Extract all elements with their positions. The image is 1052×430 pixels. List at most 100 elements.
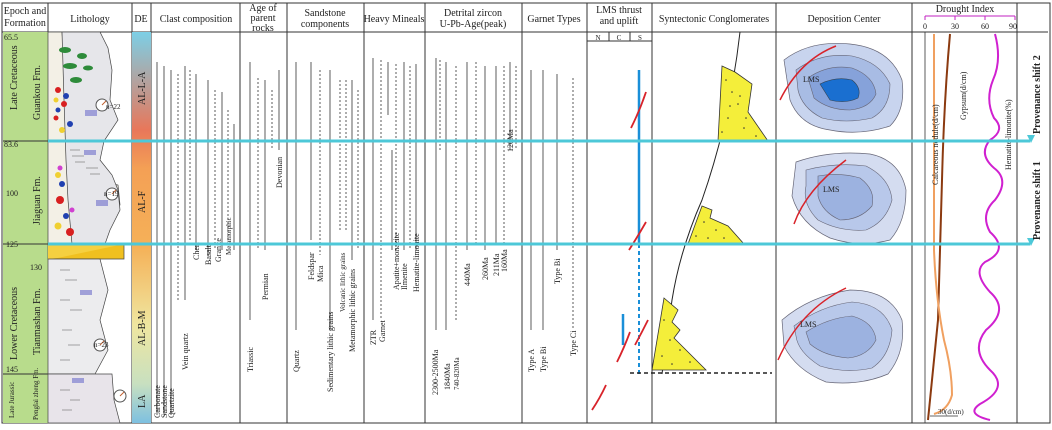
- garnet-type-a: Type A: [527, 349, 536, 372]
- header-heavy: Heavy Mineals: [364, 14, 425, 25]
- deposition-map-lower: LMS: [777, 287, 904, 384]
- deposition-map-upper: LMS: [779, 43, 904, 133]
- sand-mica: Mica: [316, 265, 325, 282]
- drought-tick-90: 90: [1009, 22, 1017, 31]
- heavy-ilmenite: Ilmenite: [400, 263, 409, 290]
- drought-tick-0: 0: [923, 22, 927, 31]
- tianmashan-fill: [25, 244, 48, 374]
- lms-label-lower: LMS: [800, 320, 816, 329]
- age-130: 130: [30, 263, 42, 272]
- scale-bar-label: 30(d/cm): [938, 408, 964, 416]
- heavy-column: ZTR Garnet Apatite+monazite Ilmenite Hem…: [369, 58, 421, 345]
- clast-vein-quartz: Vein quartz: [181, 333, 190, 370]
- rose-diagram-3: n=23: [93, 338, 109, 352]
- penglai-fill: [25, 374, 48, 423]
- conglomerate-wedge-upper: [717, 65, 769, 142]
- clast-column: Carbonate Sandstone Quartzite Vein quart…: [153, 62, 235, 418]
- sand-feldspar: Feldspar: [307, 252, 316, 280]
- zircon-211: 211Ma: [492, 253, 501, 276]
- age-125: 125: [6, 240, 18, 249]
- de-al-l-a: AL-L-A: [137, 71, 148, 105]
- clast-basalt: Basalt: [204, 244, 213, 265]
- clast-metamorphic: Metamorphic: [225, 217, 233, 255]
- epoch-column: Late Cretaceous Lower Cretaceous Late Ju…: [3, 32, 48, 423]
- header-conglomerates: Syntectonic Conglomerates: [659, 14, 769, 25]
- clast-granite: Granite: [214, 238, 223, 262]
- garnet-type-ci: Type Ci: [569, 330, 578, 356]
- header-zircon-line2: U-Pb-Age(peak): [440, 19, 507, 30]
- heavy-ztr: ZTR: [369, 329, 378, 345]
- deposition-map-middle: LMS: [791, 152, 907, 244]
- formation-penglai: Penglai zheng Fm.: [32, 367, 40, 420]
- header-drought: Drought Index: [936, 4, 995, 15]
- sandstone-column: Quartz Feldspar Mica Sedimentary lithic …: [292, 62, 359, 392]
- parent-permian: Permian: [261, 273, 270, 300]
- de-la: LA: [137, 394, 148, 408]
- drought-axis: 0 30 60 90: [923, 15, 1017, 31]
- calcareous-curve: [933, 34, 954, 415]
- drought-tick-60: 60: [981, 22, 989, 31]
- header-clast: Clast composition: [160, 14, 233, 25]
- header-age-line1: Age of: [249, 3, 277, 14]
- lms-label-upper: LMS: [803, 75, 819, 84]
- provenance-shift-1: Provenance shift 1: [1032, 161, 1043, 240]
- age-65-5: 65.5: [4, 33, 18, 42]
- conglomerate-wedge-middle: [687, 205, 745, 245]
- lithology-column: n=22 n=19 n=23: [47, 31, 127, 424]
- age-83-6: 83.6: [4, 140, 18, 149]
- epoch-fill: [3, 32, 25, 423]
- jiaguan-fill: [25, 141, 48, 244]
- age-145: 145: [6, 365, 18, 374]
- rose-diagram-4: [113, 389, 127, 403]
- outer-frame: [1, 2, 1051, 424]
- svg-text:n=19: n=19: [104, 190, 119, 198]
- sand-quartz: Quartz: [292, 350, 301, 372]
- parent-devonian: Devonian: [275, 157, 284, 188]
- epoch-late-cretaceous: Late Cretaceous: [9, 45, 20, 110]
- header-deposition: Deposition Center: [807, 14, 881, 25]
- heavy-garnet: Garnet: [378, 319, 387, 342]
- heavy-hematite: Hematite-limonite: [412, 233, 421, 292]
- de-al-b-m: AL-B-M: [137, 310, 148, 346]
- garnet-type-bi: Type Bi: [539, 346, 548, 372]
- header-epoch-line2: Formation: [4, 18, 46, 29]
- header-zircon-line1: Detrital zircon: [444, 8, 502, 19]
- clast-chert: Chert: [192, 241, 201, 260]
- epoch-late-jurassic: Late Jurassic: [8, 382, 16, 418]
- sand-sedimentary: Sedimentary lithic grains: [326, 312, 335, 392]
- rose-diagram-1: n=22: [95, 98, 121, 112]
- provenance-arrow-1: [1027, 238, 1035, 246]
- hematite-curve: [973, 33, 1004, 421]
- age-parent-column: Triassic Permian Devonian: [246, 62, 284, 372]
- zircon-740: 740-820Ma: [453, 356, 461, 390]
- zircon-160: 160Ma: [500, 249, 509, 272]
- formation-guankou: Guankou Fm.: [32, 65, 43, 120]
- sand-volcanic: Volcanic lithic grains: [339, 252, 347, 312]
- lms-n: N: [595, 34, 600, 42]
- garnet-column: Type A Type Bi Type Ci Type Bi: [527, 70, 578, 372]
- header-sandstone-line2: components: [301, 19, 349, 30]
- rose-diagram-2: n=19: [104, 187, 119, 201]
- age-100: 100: [6, 189, 18, 198]
- header-epoch-line1: Epoch and: [4, 6, 47, 17]
- header-lms-line1: LMS thrust: [596, 5, 642, 16]
- guankou-fill: [25, 32, 48, 141]
- header-lms-line2: and uplift: [600, 16, 639, 27]
- parent-triassic: Triassic: [246, 347, 255, 372]
- conglomerates-column: [630, 31, 772, 375]
- epoch-lower-cretaceous: Lower Cretaceous: [9, 287, 20, 360]
- curve-label-calcareous: Calcareous nodule(d/cm): [931, 104, 940, 185]
- sand-metamorphic: Metamorphic lithic grains: [348, 269, 357, 352]
- lms-column: [591, 70, 649, 411]
- zircon-1840: 1840Ma: [443, 363, 452, 390]
- header-age-line2: parent: [251, 13, 276, 24]
- drought-curves: Calcareous nodule(d/cm) Gypsum(d/cm) Hem…: [924, 32, 1013, 423]
- clast-sandstone: Sandstone: [160, 385, 169, 418]
- de-al-f: AL-F: [137, 190, 148, 213]
- clast-quartzite: Quartzite: [167, 388, 176, 418]
- zircon-column: 2300-2500Ma 1840Ma 740-820Ma 440Ma 260Ma…: [431, 58, 517, 395]
- header-age-line3: rocks: [252, 23, 274, 34]
- header-lithology: Lithology: [70, 14, 109, 25]
